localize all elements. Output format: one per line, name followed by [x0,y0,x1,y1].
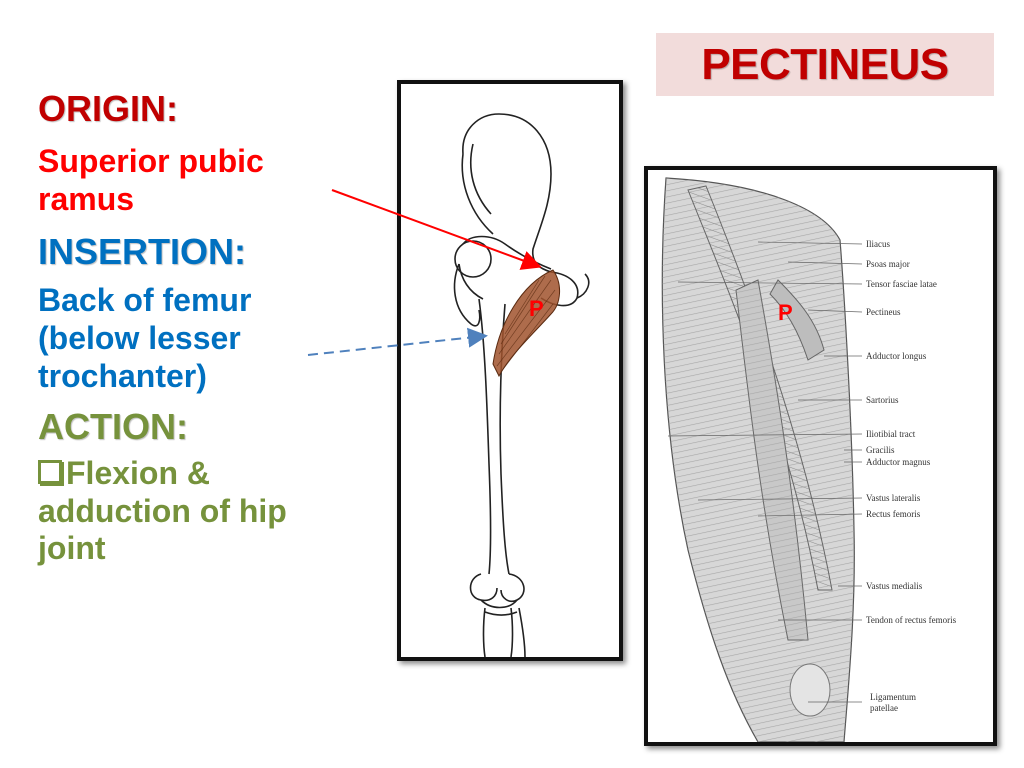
checkbox-square-icon [38,459,62,484]
thigh-muscle-illustration: P Iliacus Psoas major Tensor fasciae lat… [661,177,957,742]
femur-illustration-panel: P [397,80,623,661]
insertion-text: Back of femur (below lesser trochanter) [38,282,252,394]
action-text: Flexion & adduction of hip joint [38,454,287,567]
label-vastus-lateralis: Vastus lateralis [866,493,921,503]
label-iliacus: Iliacus [866,239,890,249]
thigh-muscles-panel: P Iliacus Psoas major Tensor fasciae lat… [644,166,997,746]
pectineus-marker-right: P [778,300,793,325]
label-tendon-rectus-femoris: Tendon of rectus femoris [866,615,957,625]
origin-text: Superior pubic ramus [38,143,264,218]
label-ligamentum: Ligamentum [870,692,916,702]
slide-title: PECTINEUS [701,39,949,89]
text-column: ORIGIN: Superior pubic ramus INSERTION: … [38,88,368,568]
label-iliotibial-tract: Iliotibial tract [866,429,916,439]
label-adductor-longus: Adductor longus [866,351,927,361]
action-heading: ACTION: [38,405,188,447]
label-tensor-fasciae-latae: Tensor fasciae latae [866,279,937,289]
label-pectineus: Pectineus [866,307,901,317]
origin-heading: ORIGIN: [38,88,178,129]
label-adductor-magnus: Adductor magnus [866,457,931,467]
label-psoas-major: Psoas major [866,259,910,269]
action-item: Flexion & adduction of hip joint [38,455,358,568]
label-gracilis: Gracilis [866,445,895,455]
label-rectus-femoris: Rectus femoris [866,509,921,519]
label-vastus-medialis: Vastus medialis [866,581,923,591]
femur-illustration: P [453,113,590,657]
label-patellae: patellae [870,703,898,713]
pectineus-marker-left: P [529,296,544,321]
insertion-heading: INSERTION: [38,230,247,272]
slide-title-box: PECTINEUS [656,33,994,96]
label-sartorius: Sartorius [866,395,899,405]
